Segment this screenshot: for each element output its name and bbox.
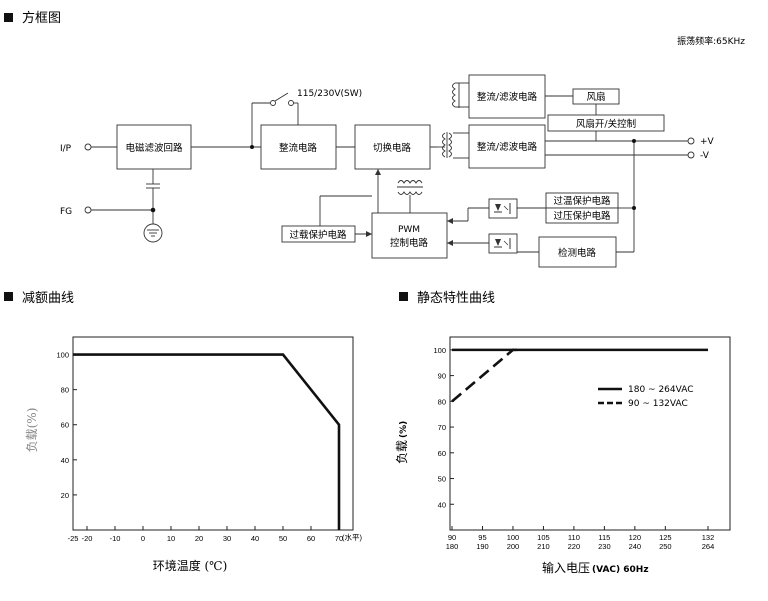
derating-x-tick-label: 50 (279, 534, 287, 543)
oscillation-frequency: 振荡频率:65KHz (677, 35, 745, 47)
static-y-axis-unit: (%) (399, 421, 409, 438)
section-title-static: 静态特性曲线 (417, 291, 495, 306)
emi-filter-label: 电磁滤波回路 (125, 142, 183, 154)
derating-x-tick-label: 70 (335, 534, 343, 543)
derating-x-tick-label: 60 (307, 534, 315, 543)
static-y-tick-label: 90 (438, 372, 446, 381)
rectifier-label: 整流电路 (279, 142, 318, 154)
fan-label: 风扇 (586, 91, 605, 103)
derating-x-tick-label: 10 (167, 534, 175, 543)
optocoupler-icon (488, 233, 518, 254)
derating-y-axis-title: 负载(%) (25, 408, 39, 453)
switch-label: 115/230V(SW) (297, 89, 362, 99)
static-x-tick-label-bottom: 180 (446, 542, 459, 551)
fan-control-label: 风扇开/关控制 (576, 118, 636, 130)
derating-x-tick-label: 0 (141, 534, 145, 543)
static-x-tick-label-bottom: 210 (537, 542, 550, 551)
static-x-tick-label-bottom: 250 (659, 542, 672, 551)
static-y-tick-label: 50 (438, 475, 446, 484)
static-y-tick-label: 40 (438, 500, 446, 509)
pwm-label: PWM (398, 225, 420, 235)
static-x-tick-label-bottom: 230 (598, 542, 611, 551)
detection-label: 检测电路 (558, 247, 597, 259)
static-x-tick-label-bottom: 264 (702, 542, 715, 551)
derating-x-axis-title: 环境温度 (℃) (153, 558, 228, 573)
section-title-derating: 减额曲线 (22, 291, 74, 306)
input-terminal-label: I/P (60, 144, 72, 154)
switching-label: 切换电路 (373, 142, 412, 154)
static-x-tick-label-top: 100 (507, 533, 520, 542)
static-x-tick-label-top: 125 (659, 533, 672, 542)
rect-filter-main-label: 整流/滤波电路 (477, 141, 538, 153)
static-y-tick-label: 80 (438, 397, 446, 406)
rect-filter-top-label: 整流/滤波电路 (477, 91, 538, 103)
static-x-tick-label-top: 95 (478, 533, 486, 542)
static-x-tick-label-top: 110 (568, 533, 580, 542)
derating-chart: -25-20 -10 0 10 20 30 40 50 60 70 20 40 60 80 100 (水平)… (25, 336, 362, 573)
static-x-tick-label-top: 132 (702, 533, 715, 542)
static-x-tick-label-top: 90 (448, 533, 456, 542)
static-y-axis-title: 负载 (395, 440, 409, 464)
derating-x-unit-note: (水平) (342, 532, 362, 542)
static-y-tick-label: 60 (438, 449, 446, 458)
static-y-tick-label: 70 (438, 423, 446, 432)
section-bullet-icon (399, 292, 408, 301)
legend-label-90-132: 90 ~ 132VAC (628, 399, 688, 409)
static-x-tick-label-bottom: 190 (476, 542, 489, 551)
derating-x-tick-label: -10 (110, 534, 121, 543)
section-bullet-icon (4, 13, 13, 22)
static-x-tick-label-bottom: 220 (568, 542, 581, 551)
fg-terminal-icon (84, 206, 92, 214)
transformer-top-icon (452, 82, 469, 108)
frame-ground-label: FG (60, 207, 72, 217)
derating-y-tick-label: 20 (61, 491, 69, 500)
derating-y-tick-label: 80 (61, 386, 69, 395)
static-y-tick-label: 100 (433, 346, 446, 355)
derating-plot-frame (72, 336, 354, 531)
over-voltage-label: 过压保护电路 (553, 210, 611, 222)
aux-transformer-icon (397, 180, 423, 195)
vplus-label: +V (700, 137, 715, 147)
static-x-axis-unit: (VAC) 60Hz (592, 565, 649, 575)
static-x-tick-label-top: 120 (629, 533, 642, 542)
static-series-90-132 (451, 348, 520, 403)
derating-x-tick-label: 30 (223, 534, 231, 543)
derating-x-tick-label: 20 (195, 534, 203, 543)
derating-y-tick-label: 100 (56, 351, 69, 360)
ground-icon (143, 223, 163, 243)
derating-y-tick-label: 60 (61, 421, 69, 430)
section-title-block-diagram: 方框图 (22, 10, 61, 26)
static-x-axis-title: 输入电压 (542, 560, 590, 575)
static-chart: 9018095190100200105210110220115230120240… (395, 336, 731, 575)
static-x-tick-label-top: 105 (537, 533, 550, 542)
overload-label: 过载保护电路 (289, 229, 347, 241)
over-temp-label: 过温保护电路 (553, 195, 611, 207)
static-plot-frame (449, 336, 731, 531)
derating-x-tick-label: -20 (82, 534, 93, 543)
static-x-tick-label-bottom: 240 (629, 542, 642, 551)
section-bullet-icon (4, 292, 13, 301)
transformer-icon (430, 132, 469, 159)
legend-label-180-264: 180 ~ 264VAC (628, 385, 693, 395)
derating-x-tick-label: -25 (68, 534, 79, 543)
derating-x-tick-label: 40 (251, 534, 259, 543)
static-x-tick-label-top: 115 (598, 533, 610, 542)
derating-series-line (73, 353, 341, 530)
pwm-control-label: 控制电路 (390, 237, 429, 249)
static-x-tick-label-bottom: 200 (507, 542, 520, 551)
vminus-label: -V (700, 151, 710, 161)
optocoupler-icon (488, 198, 518, 219)
derating-y-tick-label: 40 (61, 456, 69, 465)
ip-terminal-icon (84, 143, 92, 151)
